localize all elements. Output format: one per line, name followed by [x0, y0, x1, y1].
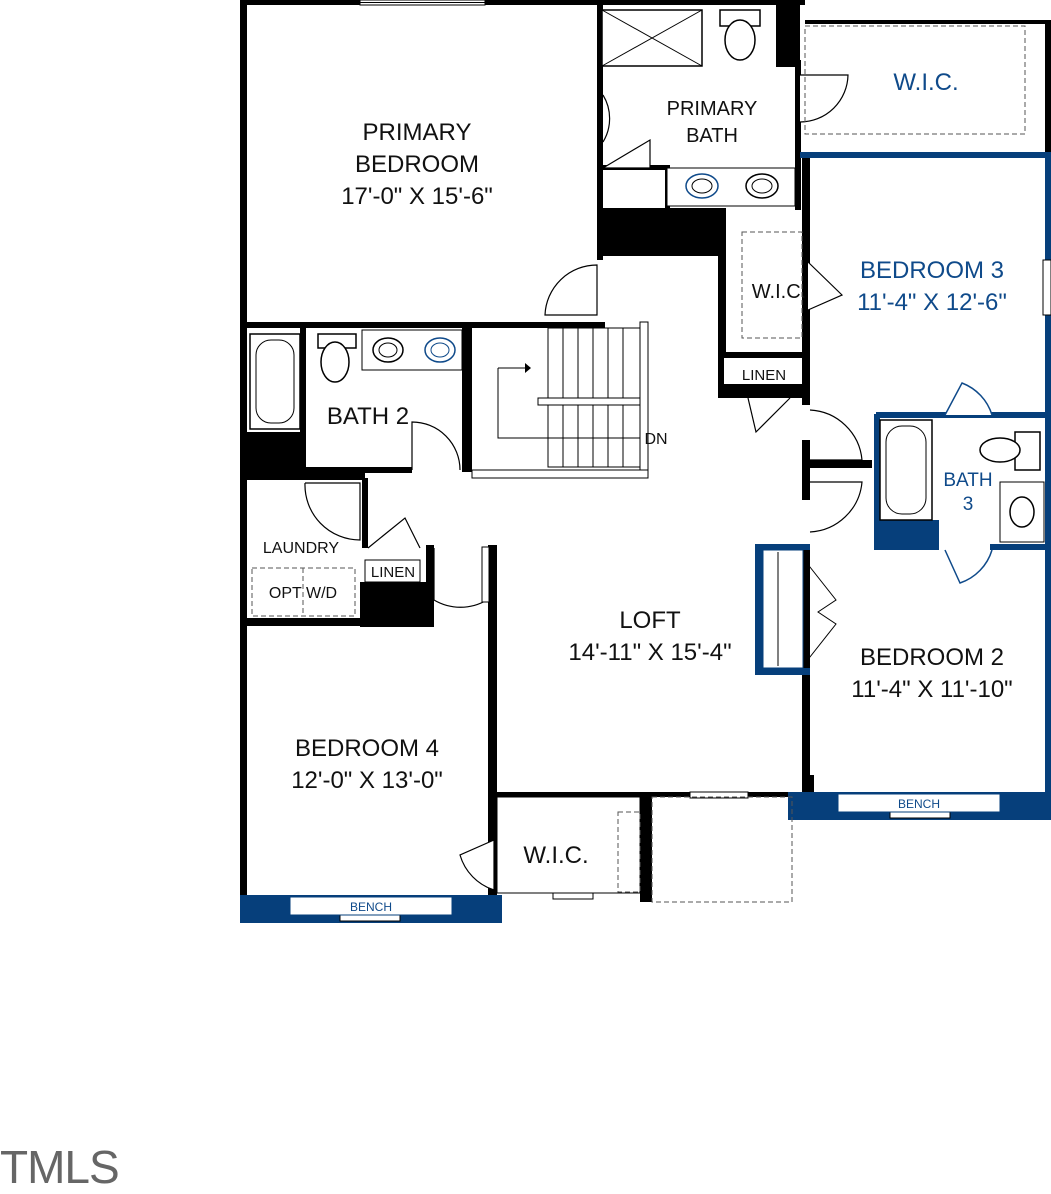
bedroom-4-bench: BENCH [350, 900, 392, 914]
bath-3-fixtures [879, 382, 1045, 584]
primary-wic-name: W.I.C. [893, 69, 958, 96]
stairs-label: DN [644, 431, 667, 448]
primary-bath-fixtures [600, 9, 849, 207]
bath-3-name-1: BATH [943, 470, 992, 491]
mls-watermark: TMLS [0, 1141, 120, 1193]
hall-linen-name: LINEN [742, 367, 786, 384]
bath-2-fixtures [249, 329, 463, 471]
bedroom-2-bench: BENCH [898, 797, 940, 811]
bedroom-2-size: 11'-4" X 11'-10" [851, 676, 1012, 703]
laundry-fixtures [251, 517, 421, 617]
laundry-linen-name: LINEN [371, 564, 415, 581]
primary-bedroom-size: 17'-0" X 15'-6" [341, 183, 493, 210]
laundry-appliance: OPT W/D [269, 585, 337, 602]
primary-bedroom-name-2: BEDROOM [355, 151, 479, 178]
bedroom-2-name: BEDROOM 2 [860, 644, 1004, 671]
loft-name: LOFT [619, 607, 681, 634]
hall-wic-name: W.I.C. [752, 281, 806, 303]
bedroom-4-wic [459, 796, 793, 903]
loft-size: 14'-11" X 15'-4" [568, 639, 731, 666]
hall-wic-fixtures [741, 231, 844, 339]
windows [339, 0, 1051, 922]
bedroom-3-name: BEDROOM 3 [860, 257, 1004, 284]
primary-bedroom-name-1: PRIMARY [363, 119, 472, 146]
bedroom-4-size: 12'-0" X 13'-0" [291, 767, 443, 794]
bath-3-name-2: 3 [963, 494, 974, 515]
benches [289, 793, 1001, 916]
bedroom-4-wic-name: W.I.C. [523, 842, 588, 869]
hall-linen-door [747, 397, 791, 434]
room-labels: PRIMARY BEDROOM 17'-0" X 15'-6" PRIMARY … [263, 69, 1013, 914]
bedroom-4-name: BEDROOM 4 [295, 735, 439, 762]
stairs [471, 264, 649, 479]
primary-bath-name-1: PRIMARY [667, 98, 758, 120]
bedroom-2-closet [762, 549, 837, 669]
loft-doors [304, 409, 863, 608]
laundry-name: LAUNDRY [263, 540, 340, 557]
primary-wic-shelf [804, 25, 1026, 135]
bath-2-name: BATH 2 [327, 403, 409, 430]
bedroom-3-size: 11'-4" X 12'-6" [857, 289, 1007, 316]
primary-bath-name-2: BATH [686, 125, 738, 147]
